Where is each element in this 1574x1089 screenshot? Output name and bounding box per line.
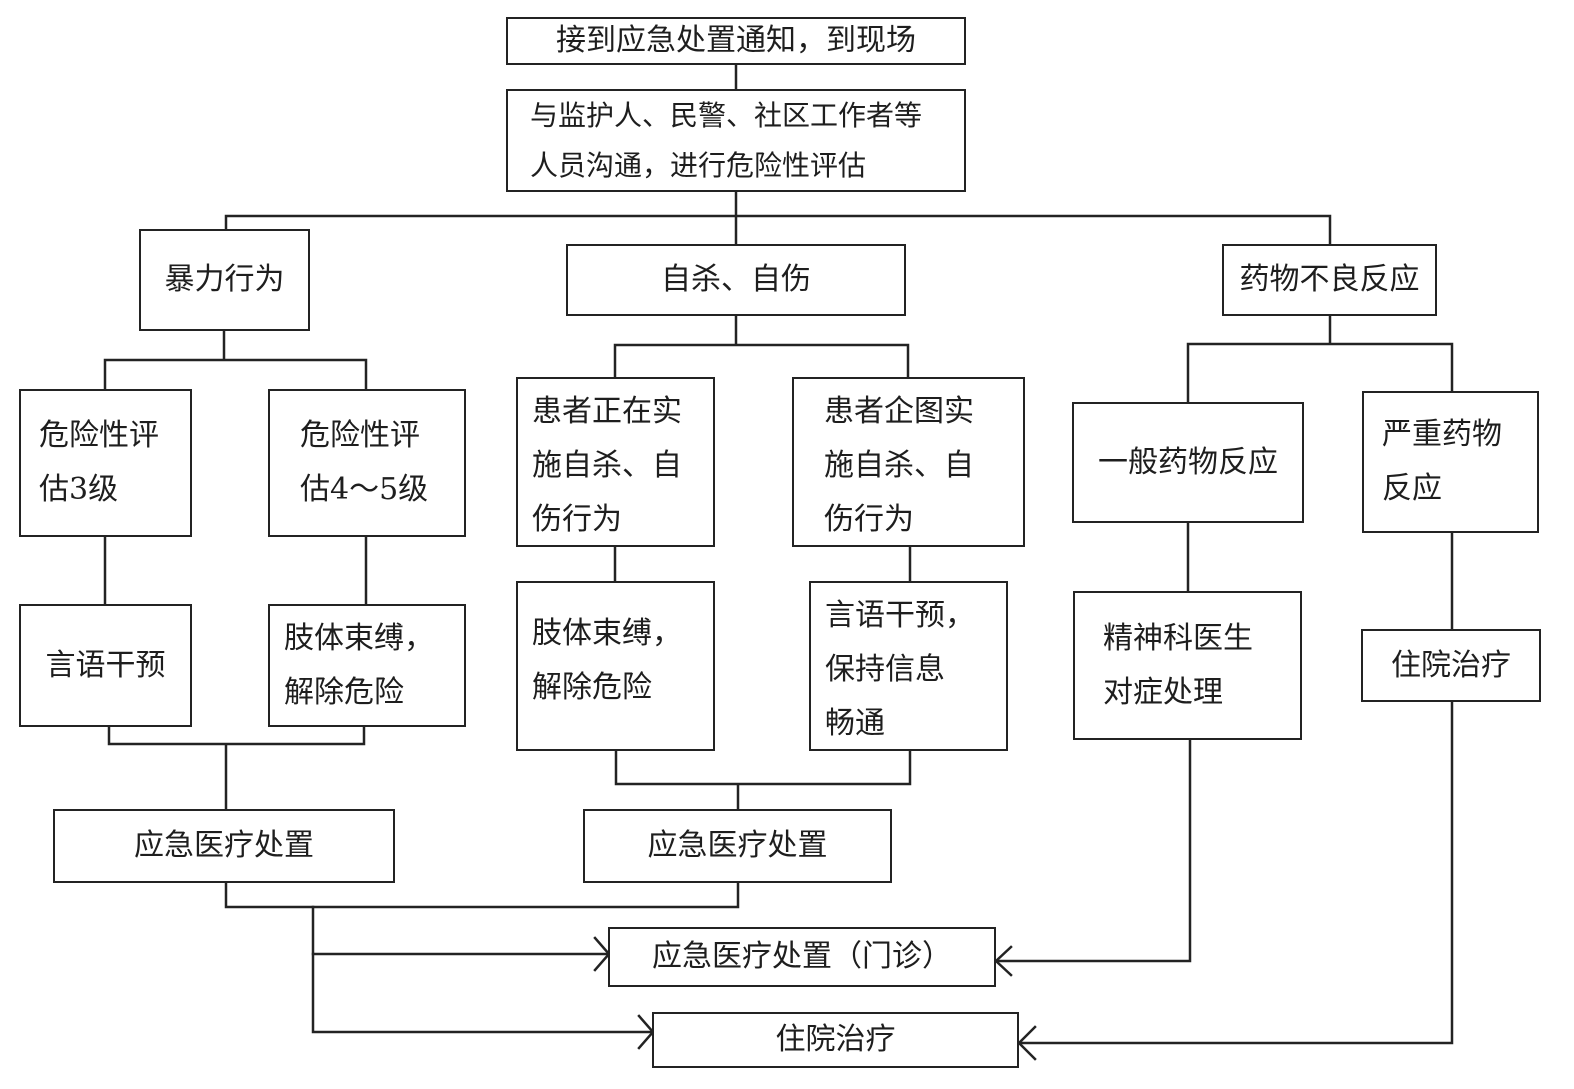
node-restraint-violence: 肢体束缚， 解除危险	[268, 604, 466, 727]
node-restraint-suicide-label: 肢体束缚， 解除危险	[532, 616, 682, 705]
node-hospitalization-final-label: 住院治疗	[775, 1022, 896, 1057]
node-severe-drug-reaction-label: 严重药物 反应	[1382, 417, 1502, 506]
node-suicide-in-progress: 患者正在实 施自杀、自 伤行为	[516, 377, 715, 547]
node-general-drug-reaction-label: 一般药物反应	[1098, 444, 1278, 480]
node-verbal-keep-info-label: 言语干预， 保持信息 畅通	[825, 598, 975, 741]
connector-hospital-right-final	[1018, 699, 1454, 1045]
node-drug-reaction-label: 药物不良反应	[1239, 262, 1420, 297]
connector-suicide-children	[613, 313, 910, 380]
node-start-label: 接到应急处置通知，到现场	[556, 23, 916, 58]
node-suicide-attempt-label: 患者企图实 施自杀、自 伤行为	[824, 394, 974, 537]
connector-violence-merge	[107, 724, 366, 812]
node-start: 接到应急处置通知，到现场	[506, 17, 966, 65]
connector-assess-branches	[224, 188, 1332, 247]
connector-violence-children	[103, 328, 368, 392]
node-risk-level-4-5: 危险性评 估4～5级	[268, 389, 466, 537]
node-verbal-intervention-label: 言语干预	[45, 647, 166, 683]
node-severe-drug-reaction: 严重药物 反应	[1362, 391, 1539, 533]
node-assess: 与监护人、民警、社区工作者等 人员沟通，进行危险性评估	[506, 89, 966, 192]
node-hospitalization-final: 住院治疗	[652, 1012, 1019, 1068]
node-emergency-medical-mid-label: 应急医疗处置	[647, 828, 828, 863]
node-hospitalization-right-label: 住院治疗	[1391, 647, 1511, 683]
connector-drug-children	[1186, 313, 1454, 405]
node-emergency-medical-left-label: 应急医疗处置	[134, 828, 314, 863]
connector-to-outpatient	[311, 905, 610, 956]
node-restraint-violence-label: 肢体束缚， 解除危险	[284, 620, 434, 710]
node-suicide-attempt: 患者企图实 施自杀、自 伤行为	[792, 377, 1025, 547]
node-psychiatrist-treatment: 精神科医生 对症处理	[1073, 591, 1302, 740]
node-risk-level-3-label: 危险性评 估3级	[39, 418, 159, 507]
arrowhead-hospital-right	[1017, 1025, 1037, 1061]
node-emergency-outpatient: 应急医疗处置（门诊）	[608, 927, 996, 987]
node-assess-label: 与监护人、民警、社区工作者等 人员沟通，进行危险性评估	[530, 98, 923, 182]
node-verbal-intervention: 言语干预	[19, 604, 192, 727]
connector-emergency-merge	[224, 880, 740, 909]
node-emergency-medical-left: 应急医疗处置	[53, 809, 395, 883]
node-risk-level-3: 危险性评 估3级	[19, 389, 192, 537]
node-verbal-keep-info: 言语干预， 保持信息 畅通	[809, 581, 1008, 751]
node-violence-label: 暴力行为	[164, 262, 285, 297]
node-psychiatrist-treatment-label: 精神科医生 对症处理	[1103, 620, 1253, 710]
node-general-drug-reaction: 一般药物反应	[1072, 402, 1304, 523]
node-restraint-suicide: 肢体束缚， 解除危险	[516, 581, 715, 751]
connector-psychiatrist-outpatient	[994, 737, 1192, 963]
node-hospitalization-right: 住院治疗	[1361, 629, 1541, 702]
node-emergency-medical-mid: 应急医疗处置	[583, 809, 892, 883]
node-emergency-outpatient-label: 应急医疗处置（门诊）	[652, 939, 952, 974]
arrowhead-outpatient-right	[994, 945, 1013, 977]
node-suicide: 自杀、自伤	[566, 244, 906, 316]
connector-suicide-merge	[614, 748, 912, 812]
node-suicide-in-progress-label: 患者正在实 施自杀、自 伤行为	[532, 394, 682, 537]
node-suicide-label: 自杀、自伤	[661, 262, 811, 297]
node-violence: 暴力行为	[139, 229, 310, 331]
connector-to-hospital-final	[311, 952, 654, 1034]
node-risk-level-4-5-label: 危险性评 估4～5级	[300, 418, 429, 507]
node-drug-reaction: 药物不良反应	[1222, 244, 1437, 316]
